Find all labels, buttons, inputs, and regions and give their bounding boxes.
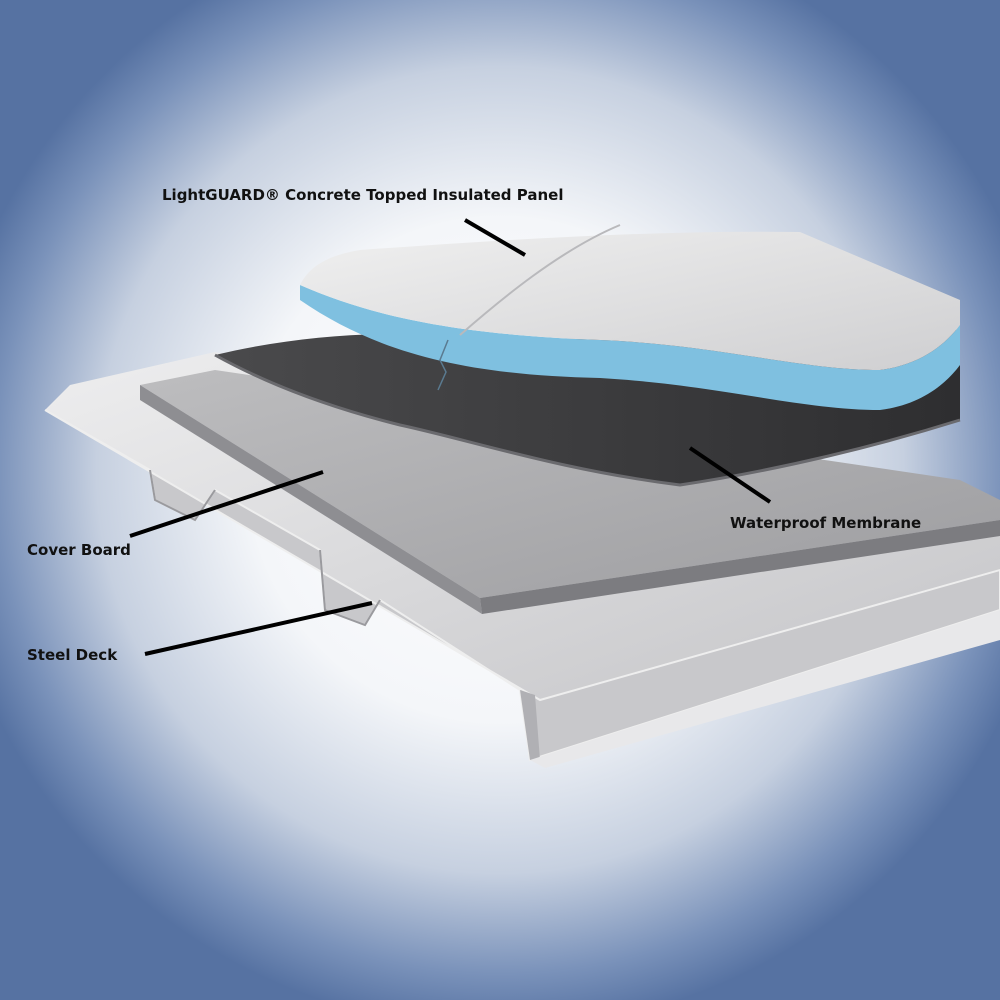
concrete-topping [300,231,960,370]
panel-leader-line [463,218,527,257]
cover-board-leader-line [129,470,324,538]
panel-label: LightGUARD® Concrete Topped Insulated Pa… [162,186,564,204]
insulation-layer [300,285,960,410]
membrane-label: Waterproof Membrane [730,514,922,532]
cover-board-label: Cover Board [27,541,131,559]
steel-deck-leader-line [144,601,373,656]
steel-deck-label: Steel Deck [27,646,118,664]
concrete-topped-insulated-panel [300,224,960,410]
cover-board [140,370,1000,614]
membrane-leader-line [688,446,772,504]
